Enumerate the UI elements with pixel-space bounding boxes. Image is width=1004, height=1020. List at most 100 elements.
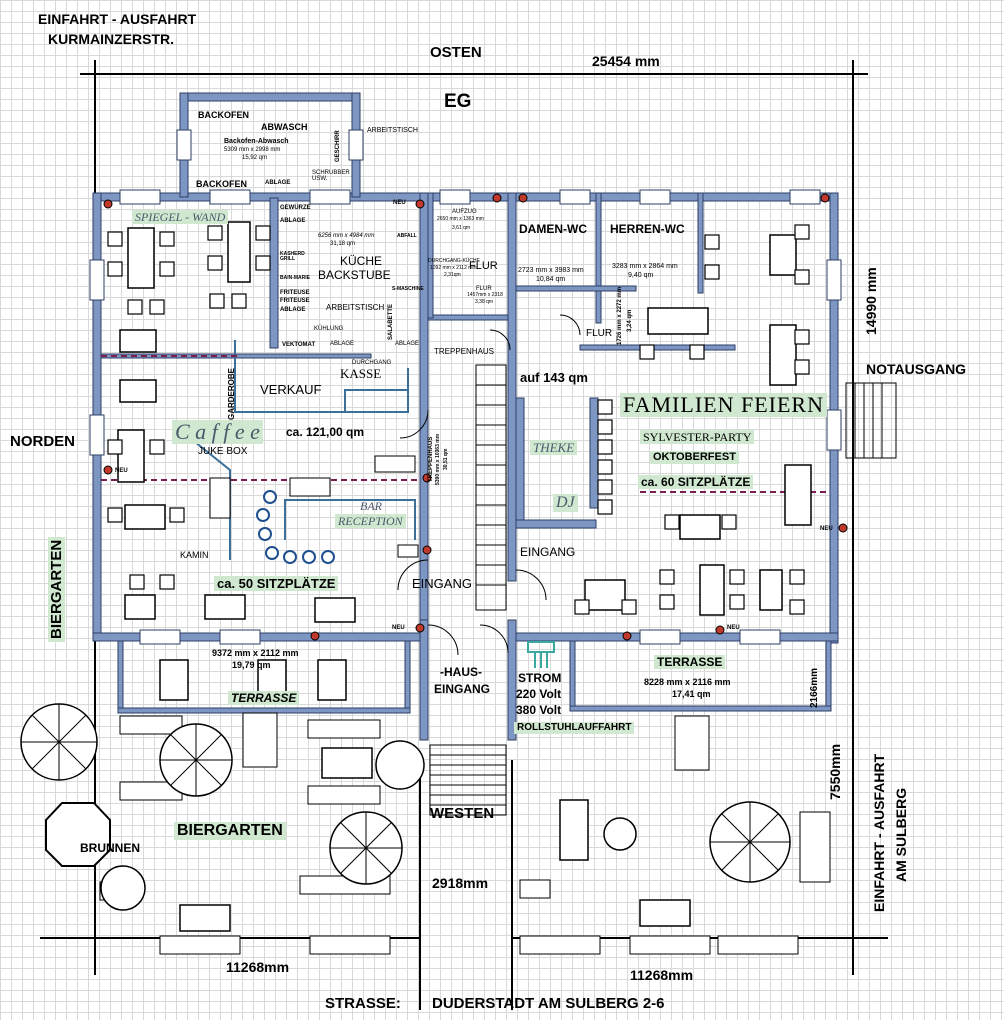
durchgang-label: DURCHGANG	[352, 360, 392, 366]
salabette-label: SALABETTE	[388, 304, 394, 340]
damen-area: 10,84 qm	[536, 276, 566, 283]
juke-box-label: JUKE BOX	[198, 446, 248, 457]
brunnen-fountain	[45, 802, 111, 867]
kamin-label: KAMIN	[180, 550, 209, 560]
notausgang-label: NOTAUSGANG	[866, 361, 967, 377]
s-maschine-label: S-MASCHINE	[392, 286, 424, 292]
neu-tag: NEU	[392, 625, 405, 631]
aufzug-label: AUFZUG	[452, 209, 477, 215]
volt380-label: 380 Volt	[516, 703, 562, 717]
kuehlung-label: KÜHLUNG	[314, 326, 344, 332]
neu-tag: NEU	[820, 526, 833, 532]
flur2-dim: 1726 mm x 2272 mm	[617, 286, 623, 345]
haus-label: -HAUS-	[440, 665, 482, 679]
tables	[117, 221, 812, 932]
reception-label: RECEPTION	[335, 514, 406, 528]
dj-console	[209, 455, 419, 558]
compass-east: OSTEN	[430, 44, 482, 61]
terrasse-left-dim: 9372 mm x 2112 mm	[212, 648, 299, 658]
schrubber-label: SCHRUBBER USW.	[312, 170, 350, 182]
verkauf-label: VERKAUF	[260, 382, 322, 397]
flur1-label: FLUR	[469, 260, 498, 272]
caffee-label: C a f f e e	[172, 420, 263, 444]
garderobe-label: GARDEROBE	[227, 367, 236, 420]
neu-tag: NEU	[727, 625, 740, 631]
entrance-top-left: EINFAHRT - AUSFAHRT	[38, 11, 197, 27]
brunnen-label: BRUNNEN	[80, 841, 140, 855]
kueche-area: 31,18 qm	[330, 241, 356, 247]
backofen-abwasch-dim: 5309 mm x 2998 mm	[224, 147, 281, 153]
rollstuhl-label: ROLLSTUHLAUFFAHRT	[514, 722, 635, 734]
sitz60-label: ca. 60 SITZPLÄTZE	[638, 475, 754, 489]
neu-tag: NEU	[393, 200, 406, 206]
kasherd-label: KASHERD GRILL	[280, 251, 305, 262]
staircase	[429, 364, 507, 816]
kasse-label: KASSE	[340, 366, 382, 381]
backofen-bottom-label: BACKOFEN	[196, 179, 247, 189]
herren-area: 9,40 qm	[628, 272, 654, 279]
gewuerze-label: GEWÜRZE	[280, 205, 311, 211]
ablage2-label: ABLAGE	[280, 307, 306, 313]
aufzug-dim: 2650 mm x 1363 mm	[437, 216, 484, 222]
ablage1-label: ABLAGE	[280, 218, 306, 224]
terrasse-right-area: 17,41 qm	[672, 689, 711, 699]
chairs	[107, 224, 810, 615]
theke-label: THEKE	[530, 440, 578, 455]
compass-west: WESTEN	[430, 805, 495, 822]
windows	[89, 129, 842, 645]
auf-143-label: auf 143 qm	[520, 370, 588, 385]
notausgang-stairs	[845, 382, 897, 459]
doors	[397, 314, 581, 656]
spiegel-wand-label: SPIEGEL - WAND	[132, 210, 229, 224]
treppenhaus-dim: 5390 mm x 10363 mm	[435, 433, 441, 485]
backofen-abwasch-area: 15,92 qm	[242, 155, 268, 161]
arbeitstisch-top-label: ARBEITSTISCH	[367, 127, 418, 134]
kueche-label: KÜCHE	[340, 254, 383, 268]
ablage-top-label: ABLAGE	[265, 180, 291, 186]
treppenhaus-area: 30,51 qm	[443, 448, 449, 470]
durchgang-kueche-area: 2,31qm	[444, 272, 461, 278]
entrance-right: EINFAHRT - AUSFAHRT	[871, 753, 887, 912]
terrasse-left-label: TERRASSE	[228, 691, 300, 705]
bain-marie-label: BAIN-MARIE	[280, 275, 310, 281]
friteuse1-label: FRITEUSE	[280, 290, 310, 296]
durchgang-kueche-label: DURCHGANG-KÜCHE	[428, 258, 480, 264]
kueche-dim: 6256 mm x 4984 mm	[318, 233, 375, 239]
aufzug-area: 3,61 qm	[452, 225, 471, 231]
geschirr-label: GESCHIRR	[335, 130, 341, 162]
terrasse-right-dim: 8228 mm x 2116 mm	[644, 677, 731, 687]
eingang-left-label: EINGANG	[412, 576, 472, 591]
haus-eingang-label: EINGANG	[434, 682, 491, 696]
dimension-center: 2918mm	[432, 875, 489, 891]
flur2-area: 3,24 qm	[627, 309, 633, 332]
abfall-label: ABFALL	[397, 233, 417, 239]
dimension-top: 25454 mm	[592, 53, 660, 69]
durchgang-kueche-dim: 1092 mm x 2112 mm	[430, 265, 477, 271]
herren-wc-label: HERREN-WC	[610, 222, 685, 236]
flur-small-label: FLUR	[476, 286, 492, 292]
dimension-bottom-right: 11268mm	[630, 967, 694, 983]
dimension-right-lower: 7550mm	[827, 743, 843, 800]
treppenhaus-side-label: TREPPENHAUS	[428, 436, 434, 482]
volt220-label: 220 Volt	[516, 687, 562, 701]
biergarten-side-label: BIERGARTEN	[48, 536, 65, 642]
backstube-label: BACKSTUBE	[318, 268, 391, 282]
oktoberfest-label: OKTOBERFEST	[650, 451, 739, 464]
terrasse-right-label: TERRASSE	[654, 655, 726, 669]
flur-small-area: 3,38 qm	[475, 299, 494, 305]
sylvester-label: SYLVESTER-PARTY	[640, 430, 755, 444]
street-kurmainzer: KURMAINZERSTR.	[48, 31, 174, 47]
strom-label: STROM	[518, 671, 562, 685]
herren-dim: 3283 mm x 2864 mm	[612, 263, 678, 270]
damen-wc-label: DAMEN-WC	[519, 222, 587, 236]
terrasse-left-area: 19,79 qm	[232, 660, 271, 670]
bar-label: BAR	[360, 499, 382, 513]
dimension-bottom-left: 11268mm	[226, 959, 290, 975]
arbeitstisch-label: ARBEITSTISCH	[326, 303, 385, 312]
street-sulberg: AM SULBERG	[893, 787, 909, 882]
dj-label: DJ	[553, 494, 578, 512]
umbrella-ribs	[21, 704, 790, 884]
dimension-terrace-height: 2166mm	[809, 667, 820, 708]
ablage4-label: ABLAGE	[395, 341, 420, 347]
